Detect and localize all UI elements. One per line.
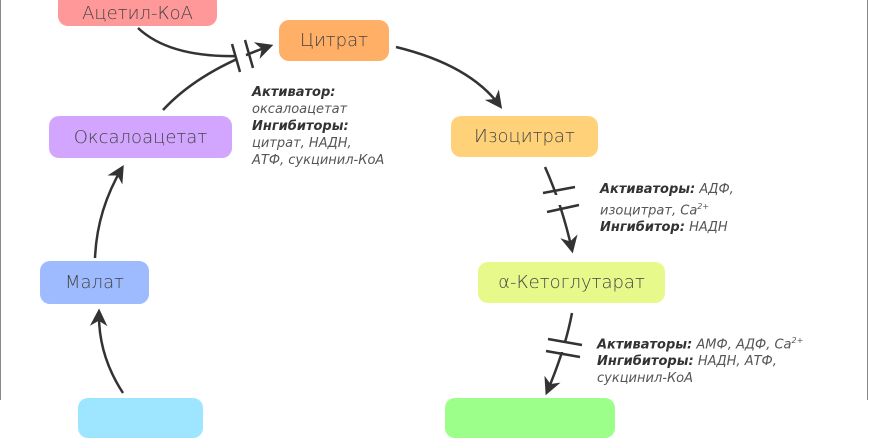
node-acetyl-coa: Ацетил-КоА: [58, 0, 217, 26]
inhibitor-value: НАДН: [689, 220, 728, 236]
isocitrate-dh-regulation: Активаторы: АДФ, изоцитрат, Ca2+ Ингибит…: [600, 181, 734, 236]
arrow-oxaloacetate-to-citrate: [162, 42, 274, 111]
arrow-acetylcoa-to-citrate: [137, 27, 241, 58]
node-label: Оксалоацетат: [73, 126, 208, 148]
node-citrate: Цитрат: [279, 20, 389, 61]
activator-value: АМФ, АДФ, Ca: [696, 337, 792, 353]
node-bottom-right: [445, 398, 615, 438]
node-alpha-ketoglutarate: α-Кетоглутарат: [478, 262, 665, 303]
inhibitor-label: Ингибиторы:: [252, 119, 349, 134]
activator-label: Активаторы:: [600, 182, 696, 197]
inhibitor-value: НАДН, АТФ,: [697, 354, 777, 370]
node-bottom-left: [78, 398, 203, 438]
node-label: Цитрат: [299, 30, 369, 51]
frame: [0, 0, 868, 400]
node-label: Ацетил-КоА: [82, 2, 193, 24]
inhibitor-label: Ингибиторы:: [597, 354, 694, 370]
node-malate: Малат: [40, 261, 149, 304]
inhibitor-value: цитрат, НАДН,: [252, 136, 352, 151]
activator-label: Активаторы:: [597, 337, 693, 353]
node-label: Изоцитрат: [474, 126, 575, 147]
pathway-arrows: [89, 27, 583, 396]
activator-value: оксалоацетат: [252, 102, 348, 117]
arrow-malate-to-oxaloacetate: [93, 164, 124, 259]
node-label: α-Кетоглутарат: [498, 272, 645, 293]
activator-value: изоцитрат, Ca: [600, 203, 698, 219]
ketoglutarate-dh-regulation: Активаторы: АМФ, АДФ, Ca2+ Ингибиторы: Н…: [597, 332, 803, 387]
inhibitor-label: Ингибитор:: [600, 220, 685, 236]
activator-value: АДФ,: [699, 182, 734, 197]
citrate-synthase-regulation: Активатор: оксалоацетат Ингибиторы: цитр…: [252, 84, 384, 169]
activator-label: Активатор:: [252, 85, 336, 100]
regulation-bars: [230, 39, 583, 359]
arrow-citrate-to-isocitrate: [395, 45, 503, 109]
superscript: 2+: [697, 202, 710, 211]
superscript: 2+: [791, 336, 804, 345]
arrow-isocitrate-to-ketoglutarate: [543, 166, 578, 254]
node-isocitrate: Изоцитрат: [451, 116, 598, 157]
inhibitor-value: АТФ, сукцинил-КоА: [252, 153, 385, 168]
node-label: Малат: [65, 272, 124, 293]
node-oxaloacetate: Оксалоацетат: [49, 116, 232, 158]
inhibitor-value: сукцинил-КоА: [597, 371, 694, 387]
arrow-bottomleft-to-malate: [89, 308, 125, 394]
